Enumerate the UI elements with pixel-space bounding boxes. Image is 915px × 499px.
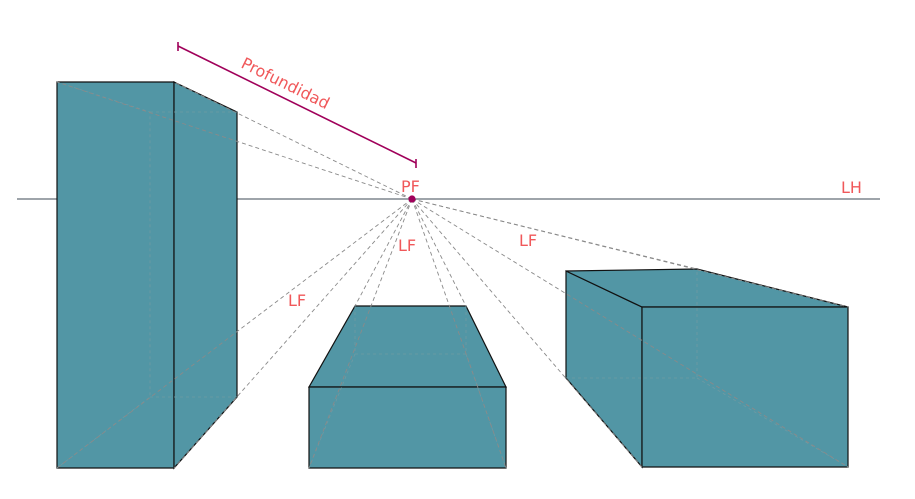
- vanishing-lines: [56, 81, 849, 469]
- tall-box-front-face: [56, 81, 175, 469]
- depth-bracket: [177, 42, 417, 168]
- vanishing-line: [354, 198, 413, 307]
- vanishing-line: [173, 198, 413, 469]
- center-box-front-face: [308, 386, 507, 469]
- vanishing-line: [411, 198, 849, 468]
- center-box-top-face: [307, 305, 507, 388]
- vanishing-point-dot: [408, 195, 416, 203]
- center-box: [307, 305, 507, 469]
- depth-bracket-line: [177, 45, 417, 164]
- vanishing-line: [411, 198, 467, 307]
- horizon-label: LH: [841, 178, 862, 197]
- vanishing-line: [173, 81, 413, 200]
- vanishing-line: [411, 198, 849, 308]
- vanishing-line: [411, 198, 643, 468]
- center-box-hidden-edges: [354, 306, 467, 355]
- right-box-hidden-edge-c: [696, 377, 849, 468]
- vanishing-line: [56, 81, 413, 200]
- vanishing-line-label: LF: [288, 291, 306, 310]
- right-box-hidden-edges: [566, 269, 698, 379]
- vanishing-line: [411, 198, 507, 469]
- right-box-front-face: [641, 306, 849, 468]
- vanishing-line-label: LF: [398, 236, 416, 255]
- right-box: [565, 268, 849, 469]
- vanishing-line-label: LF: [519, 231, 537, 250]
- tall-box-side-face: [173, 81, 238, 470]
- vanishing-point-label: PF: [401, 177, 420, 196]
- vanishing-line: [308, 198, 413, 469]
- tall-box-left: [56, 81, 238, 470]
- vanishing-line: [56, 198, 413, 469]
